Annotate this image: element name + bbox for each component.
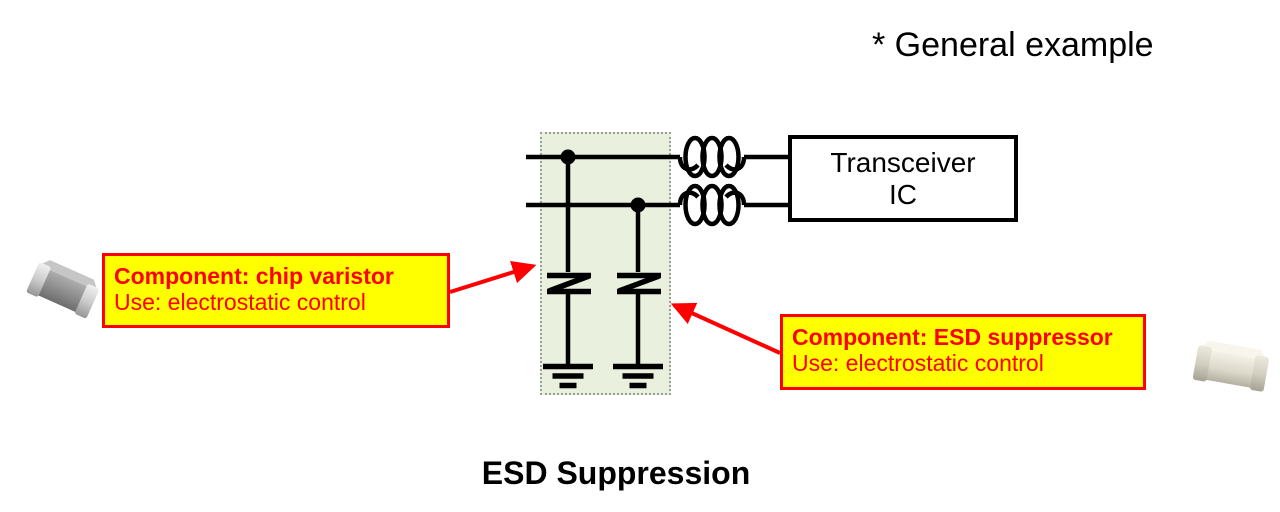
arrow-esd-suppressor	[670, 302, 781, 355]
transceiver-ic-label-line2: IC	[889, 178, 917, 210]
esd-suppressor-component-photo	[1192, 340, 1269, 392]
callout-chip-varistor-use-line: Use: electrostatic control	[114, 289, 366, 315]
general-example-note: * General example	[872, 26, 1154, 64]
diagram-title: ESD Suppression	[481, 455, 751, 491]
callout-esd-suppressor-use-line: Use: electrostatic control	[792, 350, 1044, 376]
chip-varistor-body	[26, 260, 99, 319]
callout-esd-suppressor: Component: ESD suppressor Use: electrost…	[780, 314, 1146, 390]
transceiver-ic-label-line1: Transceiver	[830, 146, 976, 178]
callout-chip-varistor-component-line: Component: chip varistor	[114, 263, 394, 289]
callout-esd-suppressor-component-line: Component: ESD suppressor	[792, 324, 1113, 350]
arrow-chip-varistor	[449, 261, 537, 294]
esd-highlight-region	[540, 132, 671, 395]
choke-top-winding-icon	[677, 135, 747, 179]
choke-bottom-winding-icon	[677, 183, 747, 227]
transceiver-ic-box: Transceiver IC	[788, 135, 1018, 222]
chip-varistor-component-photo	[26, 260, 99, 319]
esd-suppressor-body	[1192, 340, 1269, 392]
callout-chip-varistor: Component: chip varistor Use: electrosta…	[102, 253, 450, 328]
